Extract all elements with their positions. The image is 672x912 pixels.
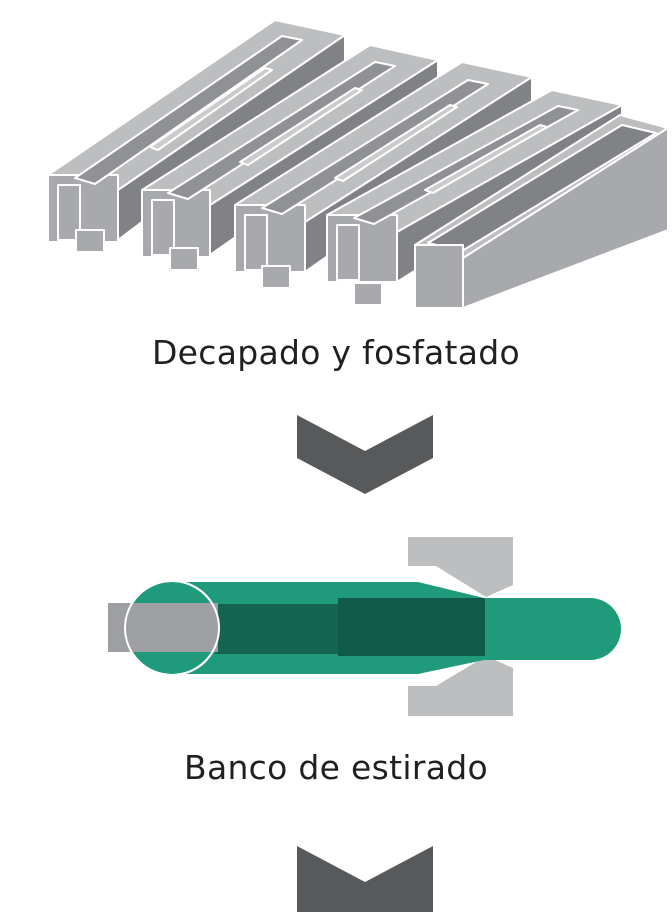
- pickling-tanks-icon: [47, 19, 669, 309]
- die-top: [408, 537, 513, 597]
- chevron-down-icon: [297, 846, 433, 912]
- mandrel-rod: [108, 603, 218, 652]
- tank-5: [414, 114, 669, 309]
- chevron-down-icon: [297, 415, 433, 494]
- die-bottom: [408, 656, 513, 716]
- drawing-bench-icon: [108, 537, 621, 716]
- step-label-drawing-bench: Banco de estirado: [184, 748, 488, 787]
- step-label-pickling: Decapado y fosfatado: [151, 333, 521, 372]
